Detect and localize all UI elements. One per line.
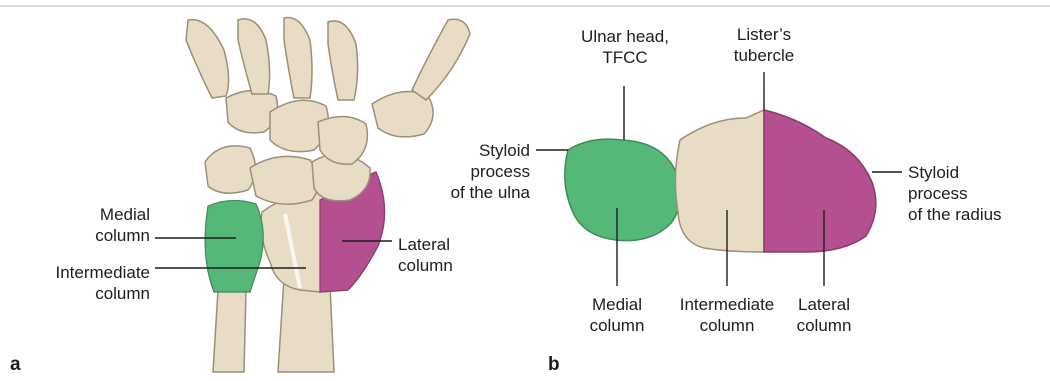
label-medial-column-a: Medial column — [60, 204, 150, 246]
metacarpal-1 — [186, 20, 229, 98]
label-ulnar-head: Ulnar head, TFCC — [560, 26, 690, 68]
label-listers-tubercle: Lister’s tubercle — [714, 24, 814, 66]
distal-ulna — [205, 200, 263, 292]
panel-b-distal-forearm-end-view — [565, 110, 876, 252]
carpal-bone-6 — [318, 116, 367, 164]
ulnar-head-medial-column — [565, 139, 681, 241]
carpal-bone-1 — [205, 146, 256, 193]
label-styloid-ulna: Styloid process of the ulna — [420, 140, 530, 203]
panel-letter-b: b — [548, 354, 560, 376]
panel-letter-a: a — [10, 354, 21, 376]
label-lateral-column-a: Lateral column — [398, 234, 488, 276]
label-intermediate-column-a: Intermediate column — [20, 262, 150, 304]
radius-intermediate-column — [675, 110, 764, 252]
label-lateral-column-b: Lateral column — [784, 294, 864, 336]
metacarpal-4 — [328, 21, 358, 100]
radius-lateral-column — [764, 110, 876, 252]
label-medial-column-b: Medial column — [567, 294, 667, 336]
metacarpal-3 — [284, 17, 312, 98]
metacarpal-5 — [412, 19, 470, 100]
label-intermediate-column-b: Intermediate column — [662, 294, 792, 336]
label-styloid-radius: Styloid process of the radius — [908, 162, 1038, 225]
metacarpal-2 — [238, 19, 270, 94]
carpal-bone-2 — [250, 156, 319, 204]
ulna-shaft — [213, 290, 246, 372]
